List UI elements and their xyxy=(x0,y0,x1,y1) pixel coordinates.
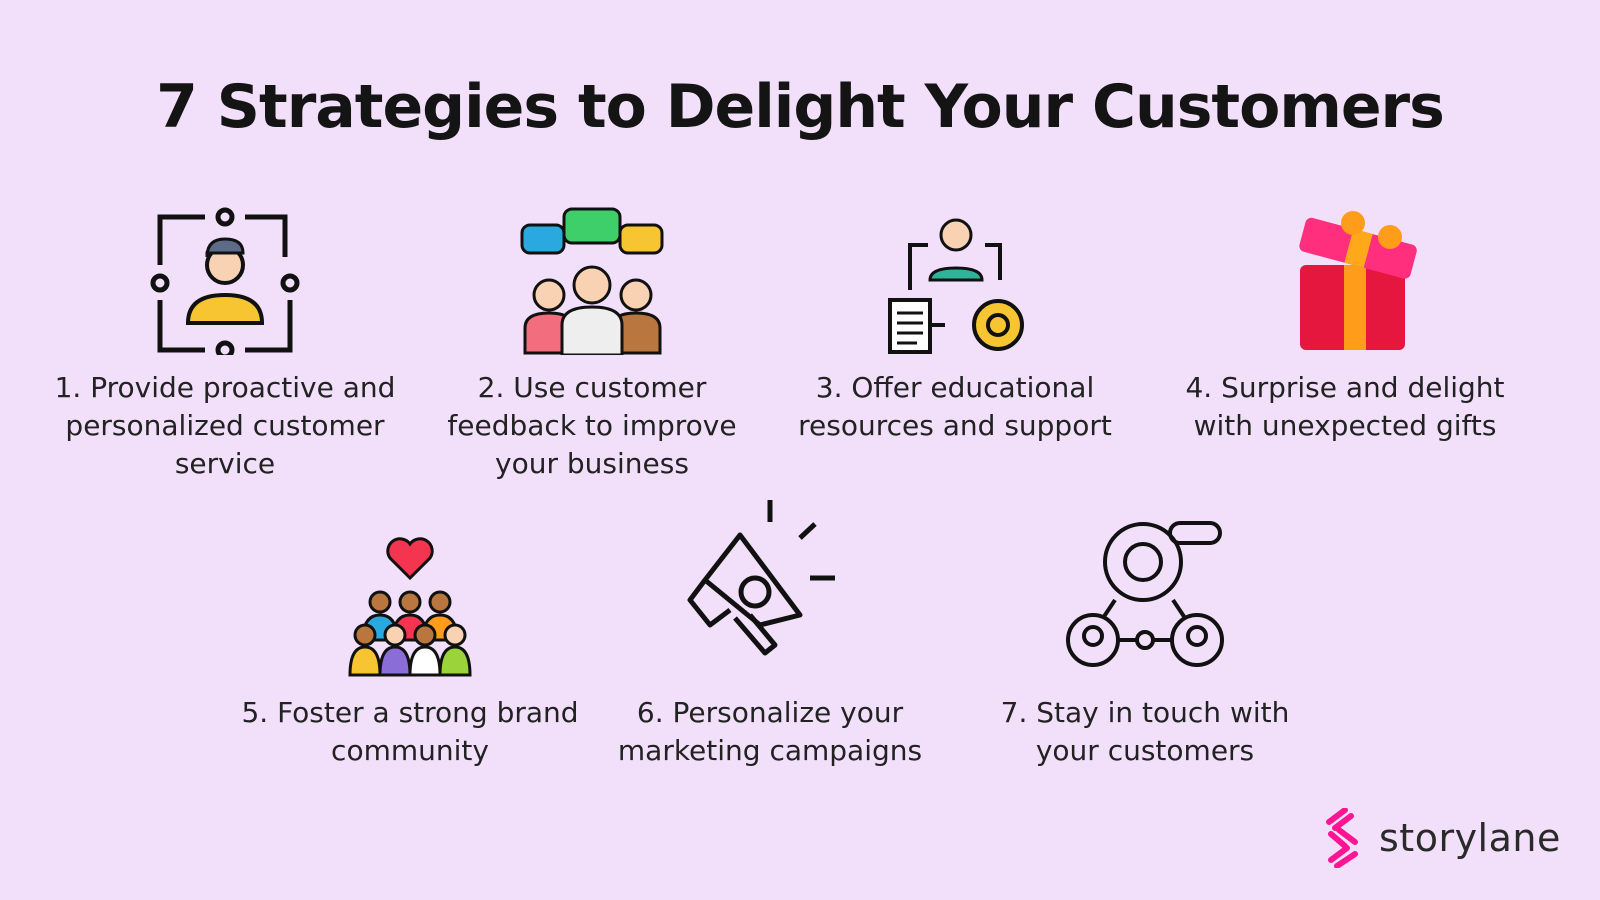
strategy-3: 3. Offer educational resources and suppo… xyxy=(775,205,1135,445)
strategy-5: 5. Foster a strong brand community xyxy=(230,530,590,770)
strategy-7: 7. Stay in touch with your customers xyxy=(965,520,1325,770)
feedback-group-icon xyxy=(520,207,664,355)
storylane-logo-icon xyxy=(1326,808,1358,868)
customer-service-cycle-icon xyxy=(150,207,300,355)
brand-logo: storylane xyxy=(1325,808,1561,868)
strategy-1: 1. Provide proactive and personalized cu… xyxy=(45,205,405,483)
network-icon xyxy=(1066,521,1224,667)
strategy-label: 2. Use customer feedback to improve your… xyxy=(447,371,737,480)
page-title: 7 Strategies to Delight Your Customers xyxy=(156,72,1445,142)
education-resources-icon xyxy=(888,218,1024,354)
strategy-label: 5. Foster a strong brand community xyxy=(241,696,579,767)
community-icon xyxy=(348,537,472,677)
strategy-2: 2. Use customer feedback to improve your… xyxy=(412,205,772,483)
strategy-label: 4. Surprise and delight with unexpected … xyxy=(1185,371,1505,442)
brand-name: storylane xyxy=(1379,816,1561,860)
strategy-label: 1. Provide proactive and personalized cu… xyxy=(54,371,396,480)
gift-icon xyxy=(1299,211,1417,350)
strategy-4: 4. Surprise and delight with unexpected … xyxy=(1165,205,1525,445)
strategy-6: 6. Personalize your marketing campaigns xyxy=(590,500,950,770)
strategy-label: 7. Stay in touch with your customers xyxy=(1000,696,1290,767)
strategy-label: 6. Personalize your marketing campaigns xyxy=(617,696,923,767)
strategy-label: 3. Offer educational resources and suppo… xyxy=(798,371,1112,442)
megaphone-icon xyxy=(687,500,835,656)
